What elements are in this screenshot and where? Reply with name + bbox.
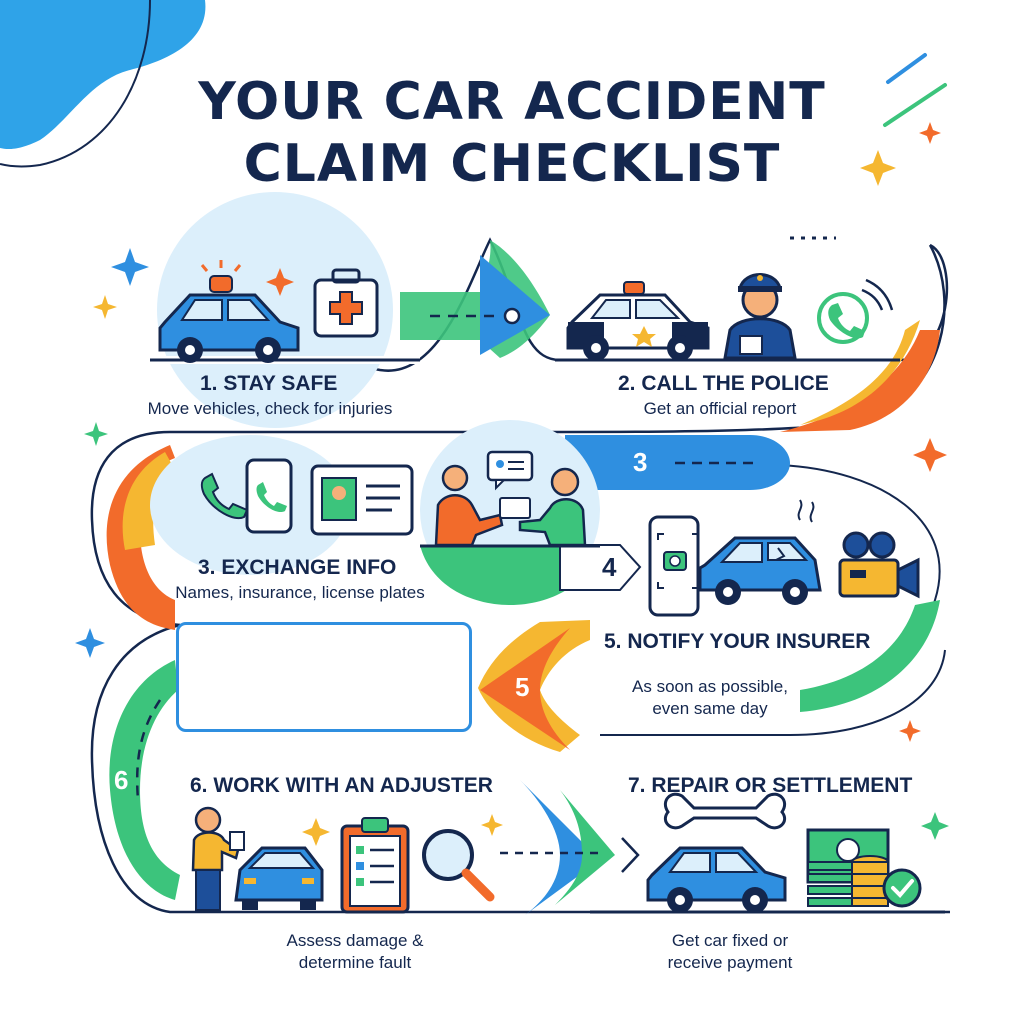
swoosh-6 — [109, 660, 180, 900]
step4-number: 4 — [602, 552, 617, 582]
damaged-car-icon — [698, 499, 822, 605]
sparkle-icon — [913, 438, 947, 472]
police-officer-icon — [723, 273, 797, 360]
sparkle-icon — [919, 122, 941, 144]
step5-description-line2: even same day — [652, 699, 768, 718]
wrench-icon — [663, 792, 787, 830]
swoosh-4-to-5 — [800, 600, 940, 712]
step1-backdrop — [157, 192, 393, 428]
check-icon — [882, 868, 922, 908]
winding-path-line-3 — [90, 623, 950, 914]
camera-phone-icon — [648, 515, 700, 617]
step6-description-line2: determine fault — [298, 953, 412, 972]
step5-icon-box — [176, 622, 472, 732]
adjuster-icon — [191, 806, 245, 911]
step5-title: 5. NOTIFY YOUR INSURER — [604, 630, 871, 653]
sparkle-icon — [899, 720, 921, 742]
step3-title: 3. EXCHANGE INFO — [198, 556, 397, 579]
phone-icon — [200, 472, 249, 520]
sparkle-icon — [93, 295, 117, 319]
arrow-6-to-7 — [520, 780, 600, 915]
step5-description-line1: As soon as possible, — [632, 677, 788, 696]
step1-title: 1. STAY SAFE — [200, 372, 338, 395]
swoosh-2-to-3 — [780, 330, 940, 432]
step7-description-line2: receive payment — [667, 953, 793, 972]
step1-car-icon — [158, 293, 300, 363]
step2-title: 2. CALL THE POLICE — [618, 372, 829, 395]
siren-icon — [200, 260, 242, 293]
sparkle-icon — [481, 814, 503, 836]
corner-blob — [0, 0, 206, 150]
step7-title: 7. REPAIR OR SETTLEMENT — [628, 774, 913, 797]
step7-description-line1: Get car fixed or — [671, 931, 789, 950]
sparkle-icon — [860, 150, 896, 186]
first-aid-kit-icon — [313, 268, 379, 338]
police-car-icon — [566, 281, 710, 361]
step3-number: 3 — [633, 447, 648, 477]
step3-description: Names, insurance, license plates — [175, 583, 425, 602]
sparkle-icon — [302, 818, 330, 846]
video-camera-icon — [838, 531, 920, 599]
swoosh-3-left — [106, 445, 175, 630]
step6-description-line1: Assess damage & — [286, 931, 424, 950]
step5-number: 5 — [515, 672, 530, 702]
sparkle-icon — [84, 422, 108, 446]
winding-path-line-5 — [600, 649, 946, 736]
step4-badge — [559, 544, 642, 591]
sparkle-icon — [111, 248, 149, 286]
phone-call-icon — [817, 278, 894, 344]
settlement-car-icon — [646, 846, 787, 913]
step2-description: Get an official report — [643, 399, 797, 418]
smartphone-icon — [245, 458, 293, 534]
adjuster-car-icon — [234, 846, 324, 910]
clipboard-icon — [340, 817, 410, 914]
corner-blob-outline — [0, 0, 151, 168]
magnifier-icon — [422, 829, 495, 902]
step1-description: Move vehicles, check for injuries — [147, 399, 393, 418]
sparkle-icon — [75, 628, 105, 658]
sparkle-icon — [921, 812, 949, 840]
step6-title: 6. WORK WITH AN ADJUSTER — [190, 774, 493, 797]
people-exchanging-info-icon — [420, 450, 600, 548]
coins-icon — [851, 855, 889, 907]
sparkle-icon — [266, 268, 294, 296]
title-line1: YOUR CAR ACCIDENT — [198, 72, 826, 132]
id-card-icon — [310, 464, 414, 536]
title-line2: CLAIM CHECKLIST — [243, 134, 781, 194]
step6-number: 6 — [114, 765, 129, 795]
